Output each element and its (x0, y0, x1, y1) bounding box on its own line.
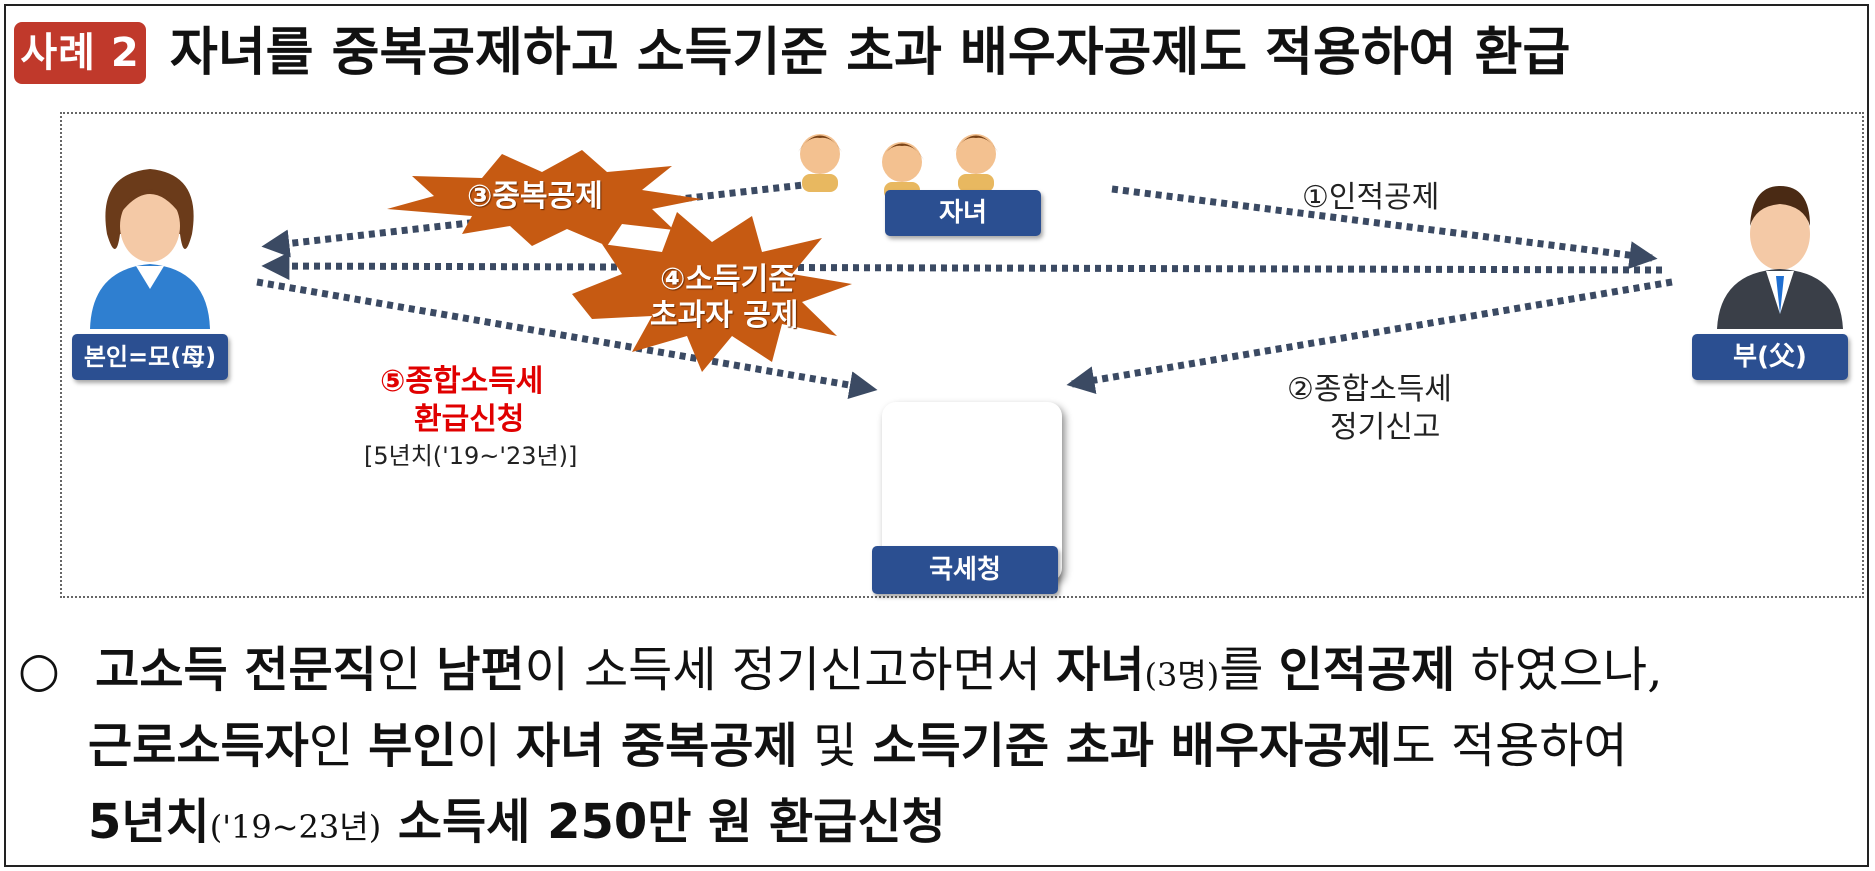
step2-label-line2: 정기신고 (1330, 410, 1441, 445)
description-line-2: 근로소득자인 부인이 자녀 중복공제 및 소득기준 초과 배우자공제도 적용하여 (88, 708, 1628, 784)
description-line-3-text: 5년치('19~23년) 소득세 250만 원 환급신청 (88, 794, 946, 850)
case-badge: 사례 2 (14, 22, 146, 84)
body-text-segment: (3명) (1144, 656, 1220, 694)
diagram-panel: 자녀 본인=모(母) 부(父) 국세청 ①인적공제 ②종합소득세 정기신고 ③중… (60, 112, 1864, 598)
woman-figure-icon (90, 169, 210, 329)
step2-label-line1: ②종합소득세 (1287, 372, 1452, 407)
arrow-father-to-nts (1066, 278, 1673, 395)
arrow-self-to-nts (256, 278, 878, 399)
description-line-3: 5년치('19~23년) 소득세 250만 원 환급신청 (88, 784, 946, 860)
step5-label-line1: ⑤종합소득세 (380, 364, 544, 399)
emphasis-text: 소득세 250만 원 환급신청 (381, 794, 946, 850)
emphasis-text: 고소득 전문직 (95, 642, 377, 698)
outer-frame (4, 4, 1869, 867)
children-figures-icon (798, 134, 998, 200)
self-label: 본인=모(母) (72, 334, 228, 380)
step4-label-line2: 초과자 공제 (650, 298, 799, 333)
step5-label-line2: 환급신청 (414, 402, 525, 437)
step3-label: ③중복공제 (467, 179, 603, 214)
arrows (256, 180, 1673, 399)
man-figure-icon (1717, 186, 1843, 329)
body-text-segment: 도 적용하여 (1391, 718, 1628, 774)
father-label: 부(父) (1692, 334, 1848, 380)
body-text-segment: 이 소득세 정기신고하면서 (524, 642, 1057, 698)
body-text-segment: 를 (1219, 642, 1279, 698)
emphasis-text: 근로소득자 (88, 718, 309, 774)
description-line-2-text: 근로소득자인 부인이 자녀 중복공제 및 소득기준 초과 배우자공제도 적용하여 (88, 718, 1628, 774)
burst-duplicate-deduction (387, 150, 702, 246)
arrow-children-to-self (261, 180, 813, 258)
emphasis-text: 5년치 (88, 794, 210, 850)
children-label: 자녀 (885, 190, 1041, 236)
body-text-segment: 이 (456, 718, 516, 774)
description-line-1-text: 고소득 전문직인 남편이 소득세 정기신고하면서 자녀(3명)를 인적공제 하였… (95, 642, 1662, 698)
burst-over-income-deduction (572, 212, 852, 372)
emphasis-text: 자녀 (1056, 642, 1145, 698)
body-text-segment: 하였으나, (1455, 642, 1663, 698)
arrow-children-to-father (1111, 185, 1658, 270)
body-text-segment: 인 (308, 718, 369, 774)
nts-label: 국세청 (872, 546, 1058, 594)
step4-label-line1: ④소득기준 (660, 262, 796, 297)
body-text-segment: 인 (376, 642, 437, 698)
emphasis-text: 소득기준 초과 배우자공제 (872, 718, 1392, 774)
description-line-1: ○ 고소득 전문직인 남편이 소득세 정기신고하면서 자녀(3명)를 인적공제 … (18, 632, 1662, 708)
page-title: 자녀를 중복공제하고 소득기준 초과 배우자공제도 적용하여 환급 (170, 23, 1571, 83)
diagram-graphics (90, 134, 1843, 551)
body-text-segment: ('19~23년) (209, 808, 382, 846)
bullet-circle: ○ (18, 642, 60, 698)
arrow-father-to-self (261, 252, 1663, 281)
step1-label: ①인적공제 (1302, 180, 1440, 215)
emphasis-text: 남편 (436, 642, 525, 698)
emphasis-text: 인적공제 (1278, 642, 1456, 698)
body-text-segment: 및 (797, 718, 873, 774)
step5-period: [5년치('19~'23년)] (364, 442, 578, 470)
emphasis-text: 부인 (368, 718, 457, 774)
emphasis-text: 자녀 중복공제 (515, 718, 798, 774)
